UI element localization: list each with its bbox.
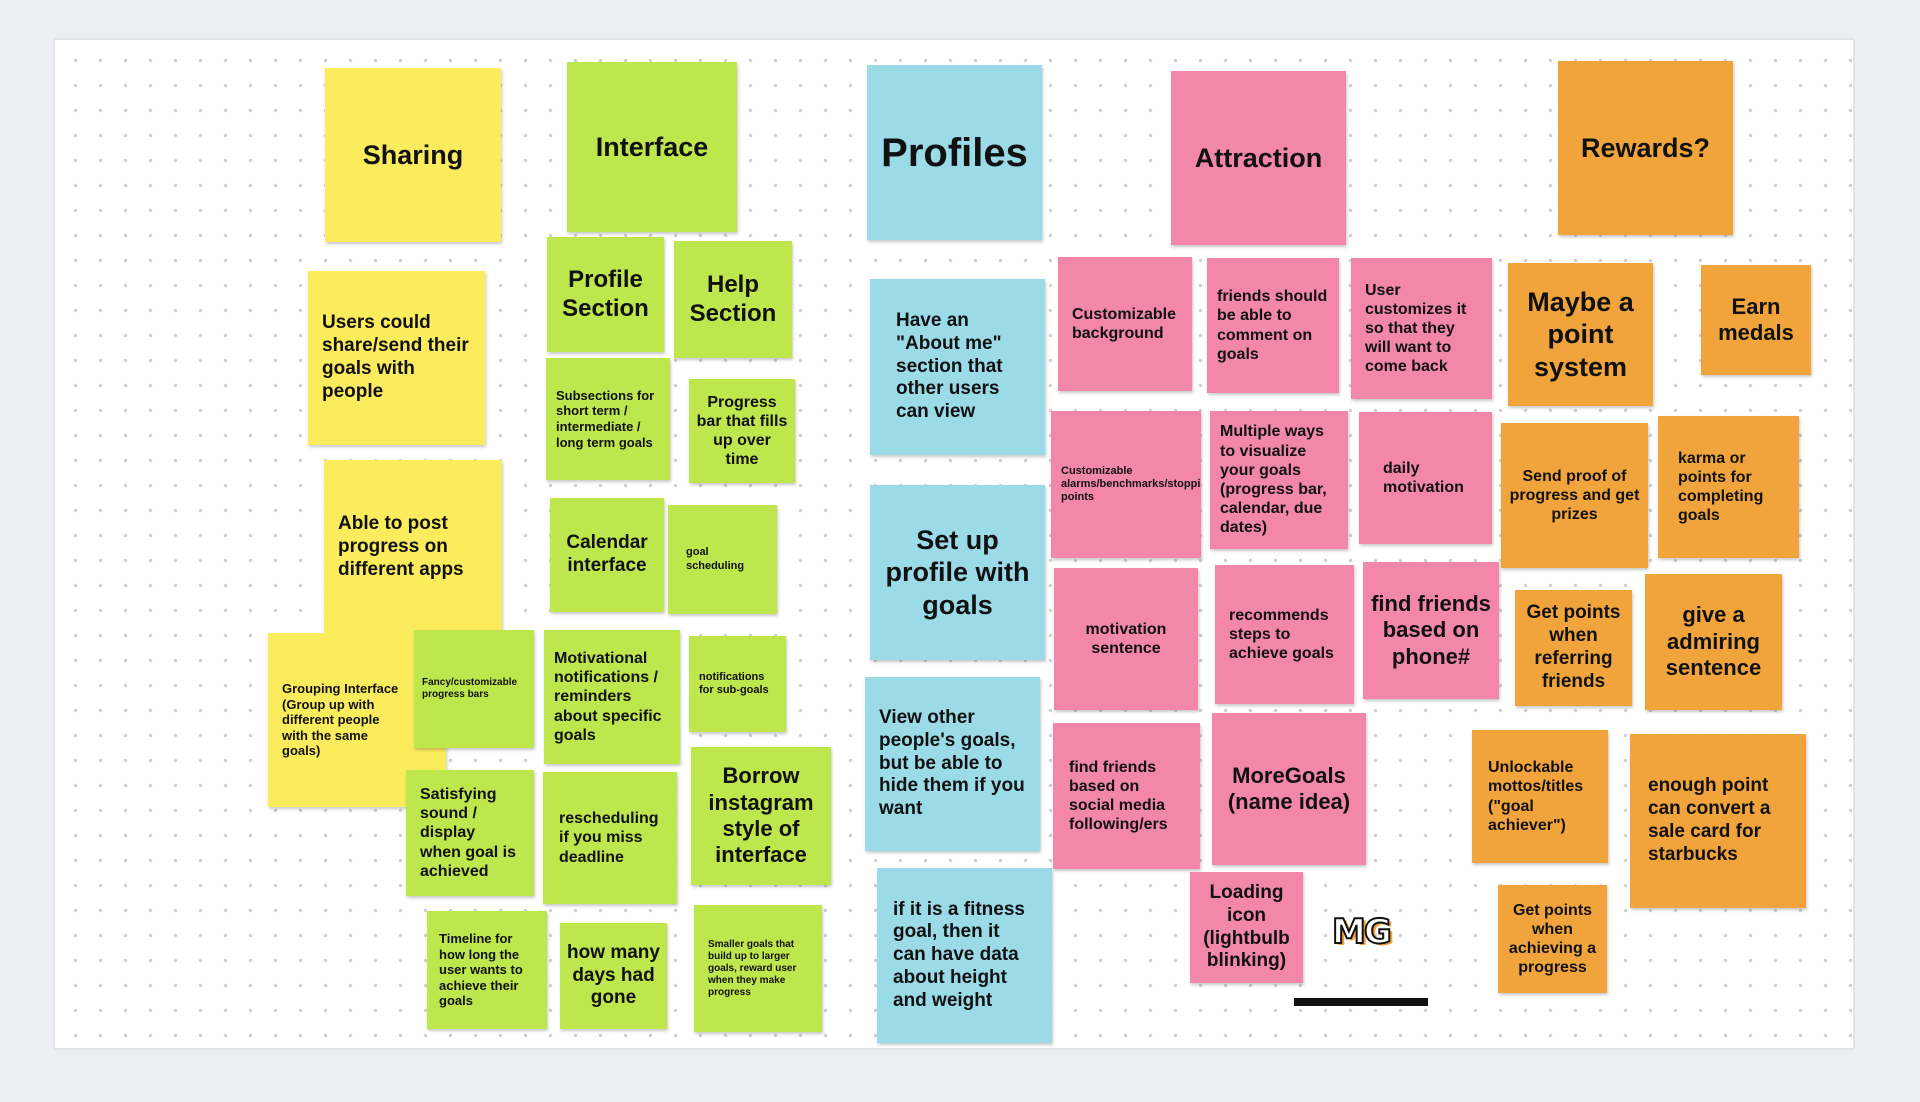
sticky-note[interactable]: Able to post progress on different apps <box>324 460 502 635</box>
sticky-note[interactable]: Get points when referring friends <box>1515 590 1632 706</box>
sticky-note[interactable]: View other people's goals, but be able t… <box>865 677 1040 851</box>
sticky-note[interactable]: Maybe a point system <box>1508 263 1653 406</box>
sticky-note[interactable]: Unlockable mottos/titles ("goal achiever… <box>1472 730 1608 863</box>
sticky-note[interactable]: Calendar interface <box>550 498 664 612</box>
sticky-note[interactable]: Subsections for short term / intermediat… <box>546 358 670 480</box>
sticky-note[interactable]: karma or points for completing goals <box>1658 416 1799 558</box>
sticky-note[interactable]: MoreGoals (name idea) <box>1212 713 1366 865</box>
sticky-note[interactable]: rescheduling if you miss deadline <box>543 772 677 904</box>
sticky-note[interactable]: friends should be able to comment on goa… <box>1207 258 1339 393</box>
sticky-header-rewards[interactable]: Rewards? <box>1558 61 1733 235</box>
sticky-note[interactable]: Earn medals <box>1701 265 1811 375</box>
sticky-note[interactable]: Satisfying sound / display when goal is … <box>406 770 534 896</box>
sticky-note[interactable]: find friends based on phone# <box>1363 562 1499 699</box>
sticky-note[interactable]: recommends steps to achieve goals <box>1215 565 1354 704</box>
sticky-note[interactable]: Have an "About me" section that other us… <box>870 279 1045 455</box>
sticky-note[interactable]: Timeline for how long the user wants to … <box>427 911 547 1029</box>
sticky-note[interactable]: Profile Section <box>547 237 664 352</box>
sticky-note[interactable]: Help Section <box>674 241 792 358</box>
sticky-note[interactable]: Motivational notifications / reminders a… <box>544 630 680 764</box>
sticky-note[interactable]: if it is a fitness goal, then it can hav… <box>877 868 1052 1043</box>
sticky-note[interactable]: goal scheduling <box>668 505 777 614</box>
moregoals-logo: MG <box>1331 911 1393 953</box>
sticky-note[interactable]: User customizes it so that they will wan… <box>1351 258 1492 399</box>
sticky-note[interactable]: notifications for sub-goals <box>689 636 786 732</box>
sticky-note[interactable]: motivation sentence <box>1054 568 1198 710</box>
sticky-note[interactable]: Send proof of progress and get prizes <box>1501 423 1648 568</box>
sticky-note[interactable]: find friends based on social media follo… <box>1053 723 1200 869</box>
sticky-note[interactable]: daily motivation <box>1359 412 1492 544</box>
sticky-note[interactable]: give a admiring sentence <box>1645 574 1782 710</box>
sticky-note[interactable]: Set up profile with goals <box>870 485 1045 660</box>
sticky-note[interactable]: Borrow instagram style of interface <box>691 747 831 885</box>
sticky-note[interactable]: Smaller goals that build up to larger go… <box>694 905 822 1032</box>
sticky-note[interactable]: Customizable background <box>1058 257 1192 391</box>
sticky-note[interactable]: Customizable alarms/benchmarks/stopping … <box>1051 411 1201 558</box>
sticky-note[interactable]: how many days had gone <box>560 923 667 1029</box>
sticky-note[interactable]: Fancy/customizable progress bars <box>414 630 534 748</box>
sticky-note[interactable]: Get points when achieving a progress <box>1498 885 1607 993</box>
whiteboard-canvas[interactable]: Sharing Users could share/send their goa… <box>53 38 1855 1050</box>
sticky-header-attraction[interactable]: Attraction <box>1171 71 1346 245</box>
sticky-note[interactable]: Users could share/send their goals with … <box>308 271 485 445</box>
sticky-header-profiles[interactable]: Profiles <box>867 65 1042 240</box>
sticky-header-sharing[interactable]: Sharing <box>325 68 501 242</box>
sticky-note[interactable]: Multiple ways to visualize your goals (p… <box>1210 411 1348 549</box>
image-caption-bar <box>1294 998 1428 1006</box>
sticky-note[interactable]: Progress bar that fills up over time <box>689 379 795 483</box>
sticky-header-interface[interactable]: Interface <box>567 62 737 232</box>
sticky-note[interactable]: enough point can convert a sale card for… <box>1630 734 1806 908</box>
sticky-note[interactable]: Loading icon (lightbulb blinking) <box>1190 872 1303 983</box>
